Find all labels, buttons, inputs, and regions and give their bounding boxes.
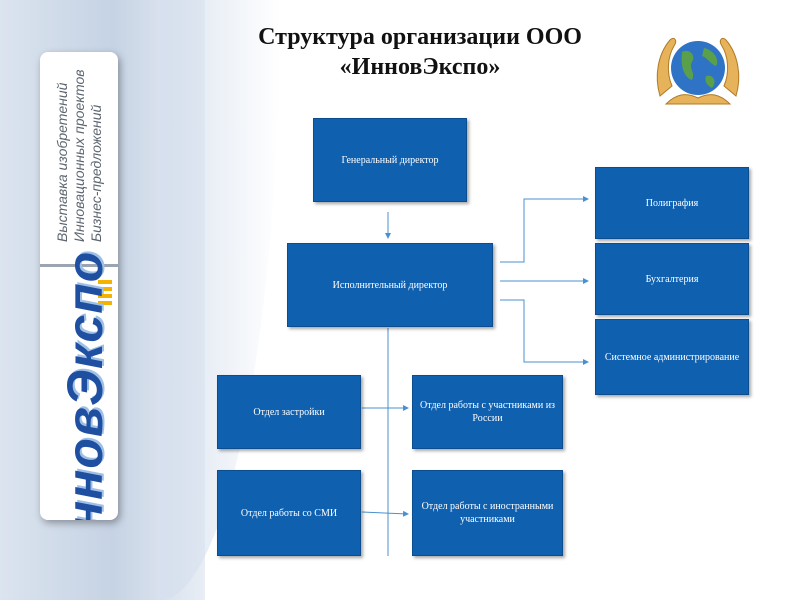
box-foreign-participants-dept-label: Отдел работы с иностранными участниками	[421, 501, 554, 525]
box-sysadmin-label: Системное администрирование	[604, 351, 740, 363]
logo-stripes	[98, 280, 112, 314]
page-title: Структура организации ООО «ИнновЭкспо»	[220, 22, 620, 82]
box-polygraphy: Полиграфия	[595, 167, 749, 239]
box-media-dept: Отдел работы со СМИ	[217, 470, 361, 556]
box-russia-participants-dept: Отдел работы с участниками из России	[412, 375, 563, 449]
connector-to-sysadmin	[500, 299, 589, 365]
box-sysadmin: Системное администрирование	[595, 319, 749, 395]
box-foreign-participants-dept: Отдел работы с иностранными участниками	[412, 470, 563, 556]
globe-in-hands-icon	[656, 37, 740, 105]
box-executive-director: Исполнительный директор	[287, 243, 493, 327]
connector-row-2	[361, 510, 409, 517]
box-accounting-label: Бухгалтерия	[645, 273, 699, 285]
box-media-dept-label: Отдел работы со СМИ	[240, 507, 338, 519]
box-russia-participants-dept-label: Отдел работы с участниками из России	[419, 400, 555, 424]
box-accounting: Бухгалтерия	[595, 243, 749, 315]
logo-divider	[40, 264, 118, 267]
box-construction-dept-label: Отдел застройки	[253, 406, 325, 418]
logo-panel: Выставка изобретений Инновационных проек…	[40, 52, 118, 520]
page-title-line-2: «ИнновЭкспо»	[339, 54, 501, 80]
box-executive-director-label: Исполнительный директор	[332, 279, 448, 291]
box-polygraphy-label: Полиграфия	[645, 197, 699, 209]
box-general-director: Генеральный директор	[313, 118, 467, 202]
box-general-director-label: Генеральный директор	[341, 154, 439, 166]
box-construction-dept: Отдел застройки	[217, 375, 361, 449]
connector-to-polygraphy	[500, 196, 589, 263]
page-title-line-1: Структура организации ООО	[258, 24, 582, 50]
